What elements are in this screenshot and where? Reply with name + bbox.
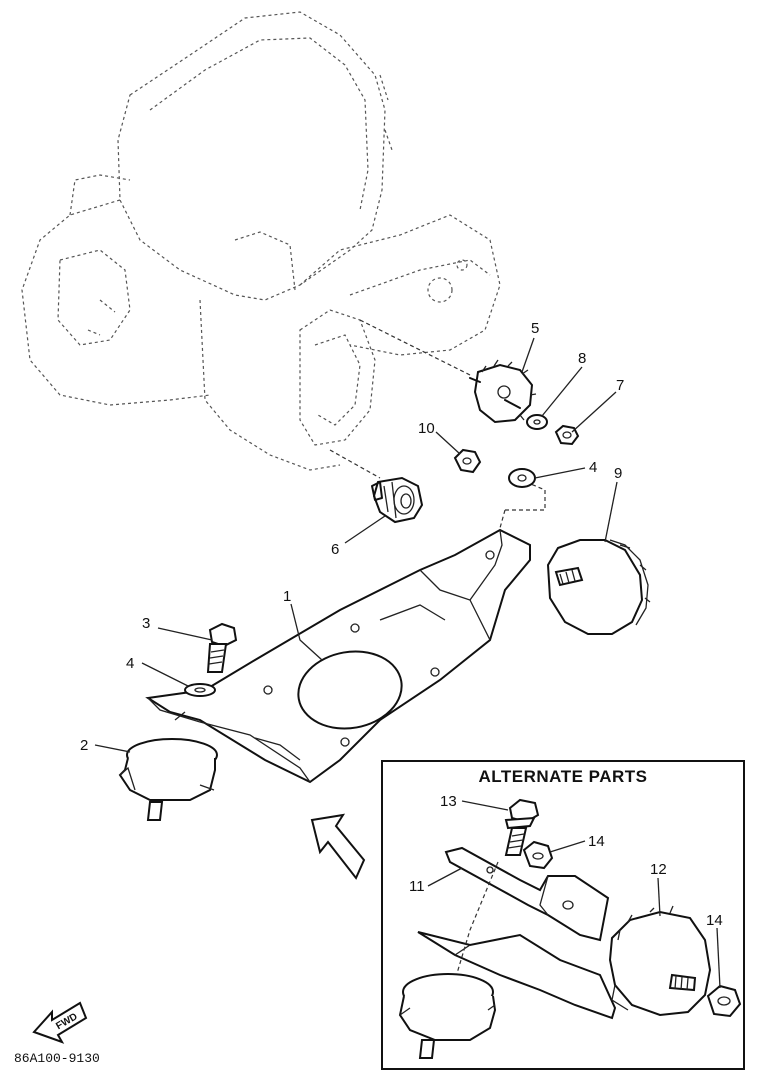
alternate-parts-title: ALTERNATE PARTS: [479, 767, 648, 786]
callout-1: 1: [283, 588, 291, 605]
part-7-nut: [554, 424, 580, 446]
part-10-nut: [453, 448, 482, 474]
callout-5: 5: [531, 320, 539, 337]
callout-7: 7: [616, 377, 624, 394]
leader-lines: [94, 337, 721, 989]
fwd-direction-badge: FWD: [32, 1001, 88, 1044]
part-8-washer: [526, 414, 548, 430]
drawing-code: 86A100-9130: [14, 1051, 100, 1066]
callout-2: 2: [80, 737, 88, 754]
part-9-engine-damper: [546, 539, 651, 635]
part-14-nut-upper: [522, 840, 554, 870]
part-2-rubber-damper: [118, 738, 218, 821]
callout-4-upper: 4: [589, 459, 597, 476]
forward-direction-arrow: [310, 813, 366, 880]
alternate-rubber-damper: [398, 973, 497, 1059]
callout-12: 12: [650, 861, 667, 878]
part-5-mount-damper: [469, 359, 537, 424]
alternate-parts-box: ALTERNATE PARTS: [381, 760, 745, 1070]
part-4-washer-lower: [184, 683, 216, 697]
part-6-rubber-bushing: [371, 476, 424, 524]
callout-14-upper: 14: [588, 833, 605, 850]
callout-numbers: 1 2 3 4 4 5 6 7 8 9 10 11 12 13 14 14: [80, 320, 723, 929]
alternate-lower-plate: [417, 931, 617, 1020]
part-13-flange-bolt: [504, 798, 540, 856]
part-1-engine-plate: [145, 528, 531, 784]
part-11-bracket: [444, 846, 610, 942]
callout-3: 3: [142, 615, 150, 632]
callout-10: 10: [418, 420, 435, 437]
callout-11: 11: [409, 878, 425, 895]
callout-6: 6: [331, 541, 339, 558]
part-4-washer-upper: [508, 468, 536, 488]
callout-9: 9: [614, 465, 622, 482]
part-3-bolt: [206, 622, 238, 673]
callout-13: 13: [440, 793, 457, 810]
callout-8: 8: [578, 350, 586, 367]
callout-14-lower: 14: [706, 912, 723, 929]
callout-4-lower: 4: [126, 655, 134, 672]
engine-outline: [21, 11, 501, 471]
